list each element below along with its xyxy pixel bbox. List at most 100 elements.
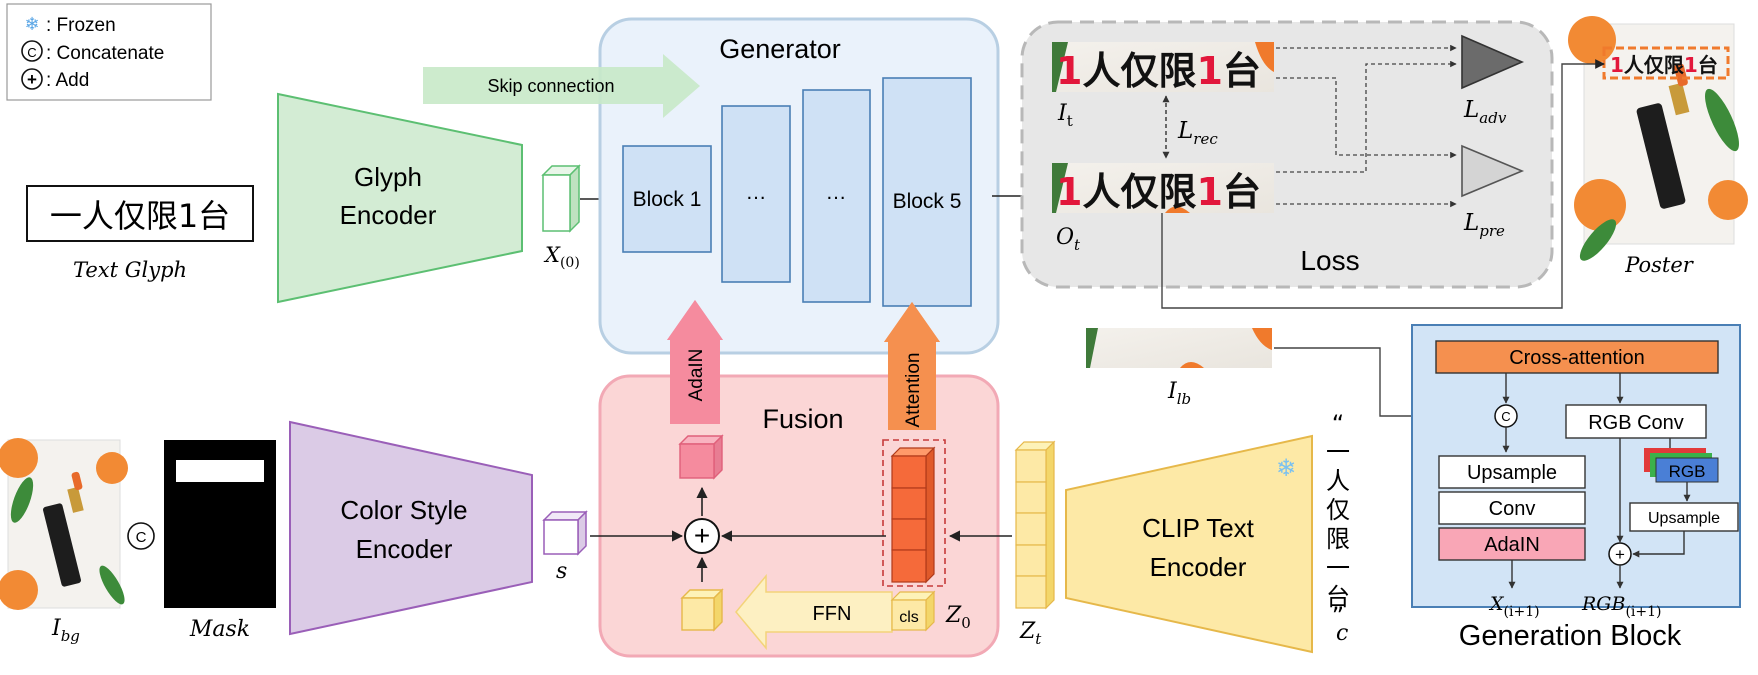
s-style-cube <box>542 510 588 556</box>
clip-text-encoder-trapezoid <box>1065 434 1313 654</box>
prompt-open-quote: “ <box>1332 410 1344 438</box>
attention-arrow-label-top: Attention <box>903 353 924 428</box>
generator-block-5 <box>882 77 972 307</box>
gen-upsample <box>1438 455 1586 489</box>
color-style-encoder-line2: Encoder <box>356 534 453 564</box>
fusion-add-symbol: + <box>694 520 710 551</box>
generator-block-1-label: Block 1 <box>633 188 702 211</box>
fusion-add-op <box>684 518 720 554</box>
ot-sample-image: 1人仅限1台 <box>1052 163 1274 214</box>
z0-label: Z0 <box>945 603 971 632</box>
gen-concat-symbol: C <box>1501 409 1510 424</box>
cls-token: cls <box>890 590 936 632</box>
generator-block-5-label: Block 5 <box>893 190 962 213</box>
gen-cross-attention <box>1435 340 1719 374</box>
ibg-label: Ibg <box>51 616 80 645</box>
it-sample-text: 1人仅限1台 <box>1056 49 1261 93</box>
color-style-encoder: Color Style Encoder <box>289 420 533 636</box>
ladv-label: Ladv <box>1463 97 1507 127</box>
ffn-arrow <box>735 573 893 651</box>
fusion-title: Fusion <box>762 404 843 434</box>
gen-rgb-label: RGB <box>1669 462 1706 481</box>
add-icon-symbol: + <box>27 70 37 89</box>
loss-routing-lines <box>1276 44 1457 208</box>
z0-tokens-highlight <box>882 439 946 587</box>
it-sample-image: 1人仅限1台 <box>1052 42 1274 93</box>
gen-upsample-label: Upsample <box>1467 462 1557 484</box>
prompt-char: 人 <box>1326 467 1350 495</box>
gen-upsample-small <box>1629 502 1739 532</box>
concatenate-op-symbol: C <box>136 529 147 546</box>
glyph-encoder-line1: Glyph <box>354 162 422 192</box>
ibg-image <box>0 438 128 610</box>
prompt-char: 限 <box>1326 525 1350 553</box>
loss-panel-group: Loss 1人仅限1台 It 1人仅限1台 Ot Lrec <box>1020 20 1554 289</box>
snowflake-icon: ❄ <box>24 14 39 35</box>
loss-title: Loss <box>1300 245 1359 276</box>
ot-label: Ot <box>1056 225 1081 254</box>
cls-label: cls <box>899 609 919 626</box>
ffn-label: FFN <box>813 603 852 625</box>
poster: 1人仅限1台 Poster <box>1568 16 1748 277</box>
gen-cross-attention-label: Cross-attention <box>1509 347 1645 369</box>
generator-title: Generator <box>719 34 841 64</box>
fusion: Fusion AdaIN Attention + FFN <box>598 300 1000 658</box>
concatenate-op <box>127 522 155 550</box>
generator-block-2-label: … <box>746 181 767 204</box>
gen-adain-label: AdaIN <box>1484 534 1540 556</box>
generator-block-2 <box>721 105 791 283</box>
poster-caption: Poster <box>1624 253 1695 277</box>
s-label: s <box>556 559 567 584</box>
arrow-ot-to-poster <box>1161 59 1605 309</box>
prompt-close-quote: ” <box>1332 602 1344 630</box>
gen-rgb-conv-label: RGB Conv <box>1588 412 1684 434</box>
gen-rgb-conv <box>1565 404 1707 439</box>
legend-add-label: : Add <box>46 70 89 91</box>
clip-text-encoder-line1: CLIP Text <box>1142 513 1255 543</box>
cls-projection-cube <box>680 588 724 632</box>
prompt-char: 台 <box>1326 583 1350 611</box>
glyph-encoder-line2: Encoder <box>340 200 437 230</box>
text-glyph-caption: Text Glyph <box>73 258 187 282</box>
generation-block-title: Generation Block <box>1459 620 1682 652</box>
lrec-label: Lrec <box>1177 118 1218 148</box>
prompt-char: 一 <box>1326 438 1350 466</box>
text-glyph-content: 一人仅限1台 <box>50 197 230 235</box>
x-out-label: X(i+1) <box>1488 593 1540 620</box>
ot-sample-text: 1人仅限1台 <box>1056 170 1261 214</box>
adain-arrow-label-top: AdaIN <box>686 349 707 402</box>
gen-upsample-small-label: Upsample <box>1648 510 1720 527</box>
clip-text-encoder: CLIP Text Encoder ❄ <box>1065 434 1313 654</box>
it-label: It <box>1057 101 1073 130</box>
glyph-encoder: Glyph Encoder <box>277 92 523 304</box>
gen-add-symbol: + <box>1615 545 1625 564</box>
lpre-label: Lpre <box>1463 210 1505 240</box>
generator-block-3-label: … <box>826 181 847 204</box>
clip-text-encoder-line2: Encoder <box>1150 552 1247 582</box>
zt-label: Zt <box>1019 619 1042 648</box>
generator-block-1 <box>622 145 712 253</box>
ilb-label: Ilb <box>1167 379 1191 408</box>
prompt-text: “ 一 人 仅 限 一 台 ” <box>1326 410 1350 630</box>
skip-connection-arrow <box>423 54 700 118</box>
legend-frozen-label: : Frozen <box>46 15 116 36</box>
x0-label: X(0) <box>543 243 580 271</box>
add-icon <box>21 68 43 90</box>
concatenate-icon <box>21 40 43 62</box>
color-style-encoder-trapezoid <box>289 420 533 636</box>
prompt-char: 仅 <box>1326 496 1350 524</box>
generation-block: Cross-attention C Upsample Conv AdaIN X(… <box>1411 324 1741 620</box>
ilb-image <box>1086 328 1272 368</box>
legend-concatenate-label: : Concatenate <box>46 43 164 64</box>
generator: Generator Skip connection Block 1 … … Bl… <box>423 17 1000 355</box>
legend: ❄ : Frozen C : Concatenate + : Add <box>6 3 212 101</box>
gen-conv <box>1438 491 1586 525</box>
poster-text: 1人仅限1台 <box>1610 53 1718 77</box>
perceptual-discriminator <box>1461 144 1525 198</box>
gen-adain <box>1438 527 1586 561</box>
prompt-char: 一 <box>1326 554 1350 582</box>
glyph-encoder-trapezoid <box>277 92 523 304</box>
text-glyph-box <box>26 185 254 242</box>
mask-image <box>164 440 276 608</box>
